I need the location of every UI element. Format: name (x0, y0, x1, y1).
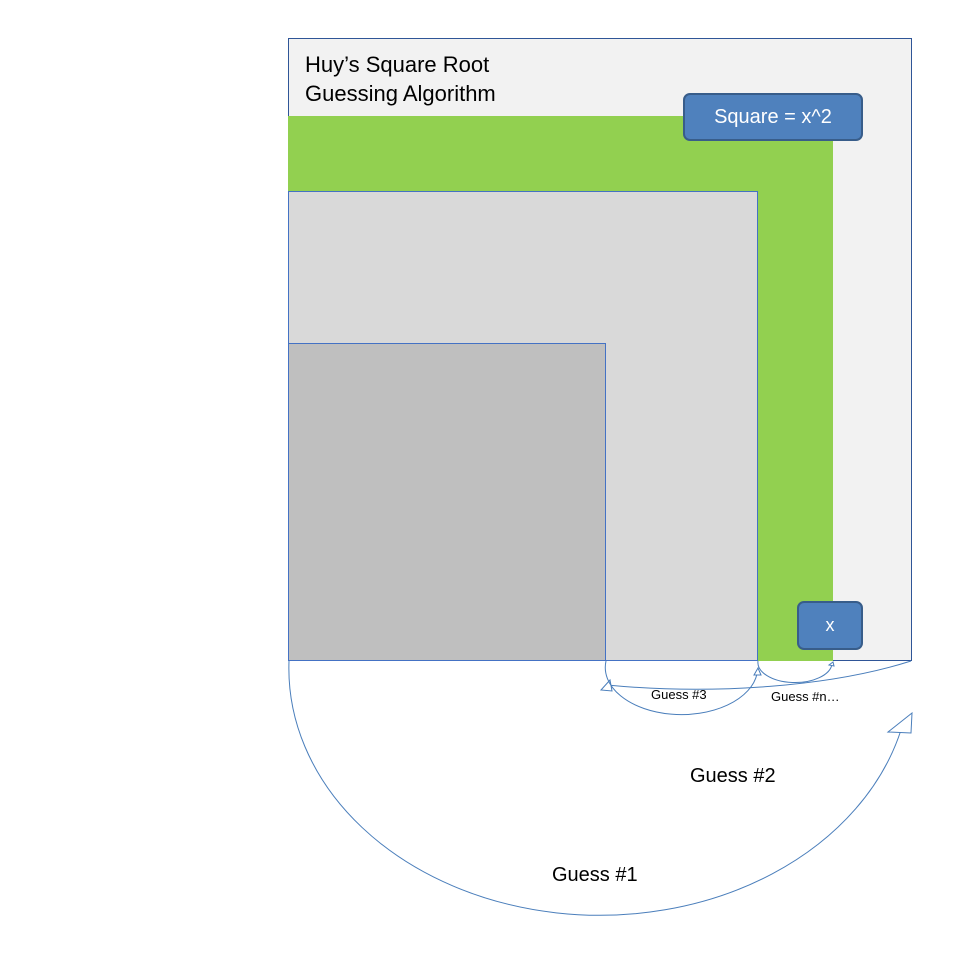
x-label-text: x (825, 615, 835, 635)
guessn-arrowhead (827, 661, 835, 667)
guessn-arc (757, 660, 833, 684)
square-label-text: Square = x^2 (714, 105, 832, 128)
guess1-square (288, 343, 606, 661)
guess2-label: Guess #2 (690, 765, 776, 787)
guess2-arc (606, 660, 912, 690)
guess1-label: Guess #1 (552, 864, 638, 886)
guess3-label: Guess #3 (651, 687, 707, 702)
diagram-title: Huy’s Square Root Guessing Algorithm (305, 52, 496, 106)
square-label-box: Square = x^2 (683, 93, 863, 141)
guess1-arrowhead (886, 711, 913, 734)
guess3-arrowhead (753, 666, 762, 676)
x-label-box: x (797, 601, 863, 650)
guess1-arc (288, 660, 902, 916)
guess3-arc (604, 660, 758, 716)
guessn-label: Guess #n… (771, 689, 840, 704)
